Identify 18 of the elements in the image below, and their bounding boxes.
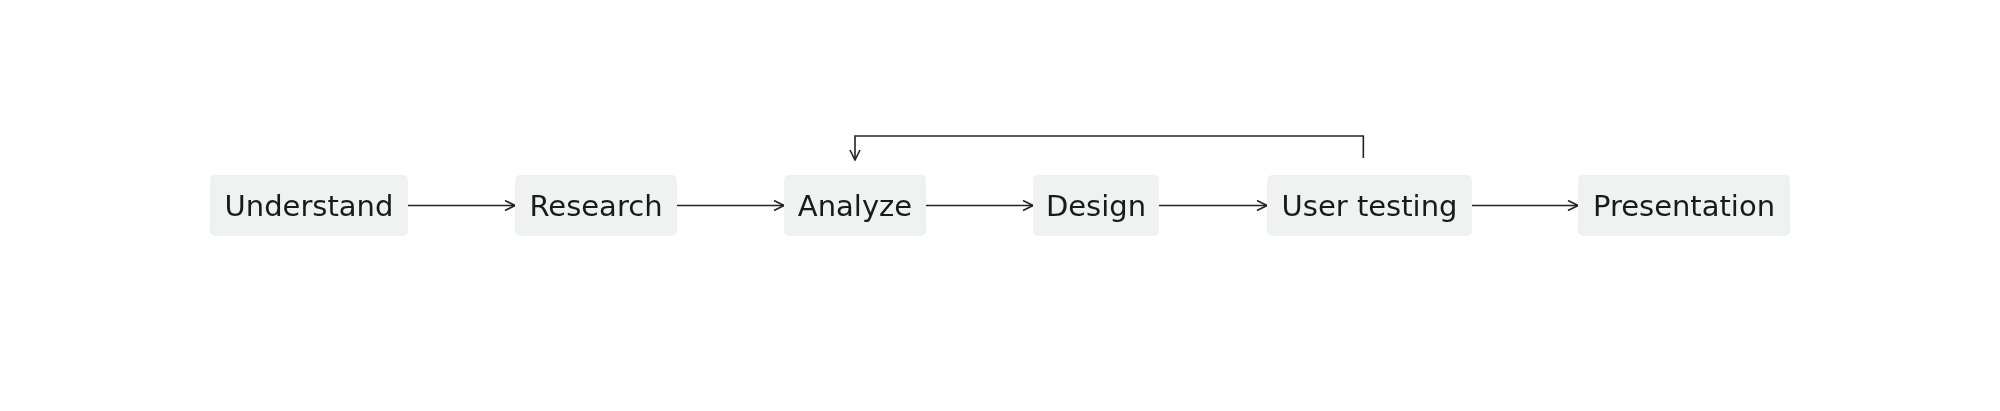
arrow [1471,199,1579,212]
arrow [407,199,516,212]
process-box [515,175,677,236]
step-label: Understand [224,188,394,223]
process-box [1033,175,1159,236]
process-box [1578,175,1790,236]
step-label: User testing [1281,188,1458,223]
arrow [925,199,1034,212]
arrow [676,199,785,212]
arrow [1158,199,1268,212]
step-label: Research [529,188,663,223]
process-box [784,175,926,236]
process-box [1267,175,1472,236]
arrow [849,135,1365,161]
process-box [210,175,408,236]
step-label: Design [1045,188,1147,223]
step-label: Analyze [797,188,913,223]
step-label: Presentation [1592,188,1776,223]
